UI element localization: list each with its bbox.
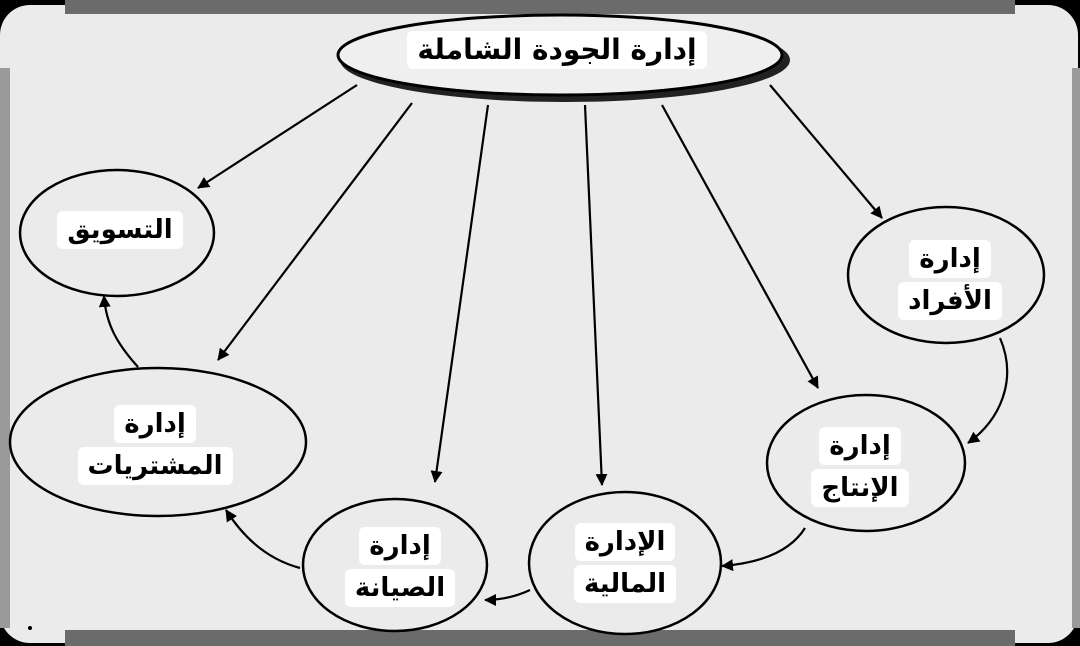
production-ellipse (765, 393, 967, 533)
purchasing-ellipse (8, 366, 308, 518)
arrow-finance-to-maintenance (484, 589, 531, 606)
arrow-tqm-to-hr (769, 84, 883, 219)
top-edge-bar (65, 0, 1015, 14)
marketing-ellipse (18, 168, 216, 298)
arrow-hr-to-production (967, 337, 1009, 444)
arrow-production-to-finance (721, 527, 806, 572)
maintenance-ellipse (301, 497, 489, 633)
arrow-tqm-to-production (661, 104, 819, 389)
left-edge-bar (0, 68, 10, 628)
arrow-tqm-to-maintenance (430, 104, 490, 483)
arrow-tqm-to-marketing (197, 84, 358, 189)
arrow-maintenance-to-purchasing (225, 509, 301, 570)
hr-ellipse (846, 205, 1046, 345)
right-edge-bar (1072, 68, 1080, 628)
arrow-tqm-to-purchasing (217, 102, 413, 361)
tqm-ellipse (336, 13, 784, 97)
speck-dot (28, 626, 32, 630)
finance-ellipse (527, 490, 723, 636)
bottom-edge-bar (65, 630, 1015, 646)
arrow-tqm-to-finance (583, 104, 608, 486)
arrow-purchasing-to-marketing (98, 295, 139, 368)
